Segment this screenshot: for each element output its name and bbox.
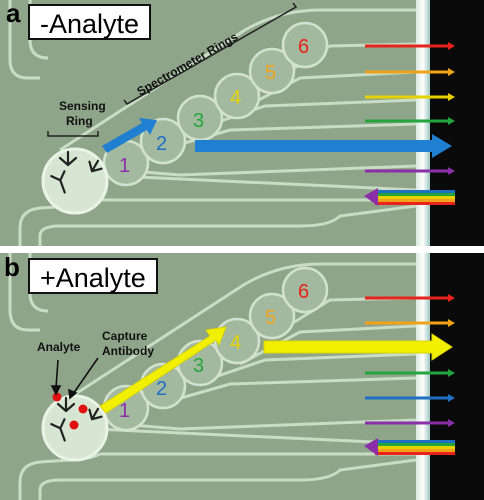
ring-number-5: 5 <box>265 62 276 84</box>
ring-number-2: 2 <box>156 133 167 155</box>
sensing-label-line-1: Sensing <box>59 99 106 113</box>
ring-number-4: 4 <box>230 87 241 109</box>
output-arrows <box>365 42 455 175</box>
analyte-dot <box>69 420 79 430</box>
blue-arrows <box>102 118 452 158</box>
annotation-pointers <box>50 357 99 400</box>
ring-number-6-b: 6 <box>298 281 309 303</box>
ring-number-4-b: 4 <box>230 332 241 354</box>
diagonal-blue-arrow <box>102 118 157 153</box>
panel-a-title: -Analyte <box>28 4 152 40</box>
input-rainbow-arrow-b <box>364 438 455 456</box>
analyte-dot <box>52 392 62 402</box>
ring-6-b <box>281 266 329 314</box>
antibody-icons <box>50 150 103 194</box>
diagonal-yellow-arrow <box>99 326 227 414</box>
dark-region-b <box>430 253 484 500</box>
output-arrows-b <box>365 294 455 427</box>
panel-letter-a: a <box>6 0 21 28</box>
analyte-dots <box>52 392 88 430</box>
sensing-bracket <box>47 131 99 137</box>
antibody-icons-b <box>50 396 103 442</box>
capture-label-line-2: Antibody <box>102 344 154 358</box>
chip-edge <box>416 0 430 246</box>
panel-b-title: +Analyte <box>28 258 158 294</box>
ring-number-1: 1 <box>119 155 130 177</box>
panel-a: Sensing Ring Spectrometer Rings 1 2 3 4 … <box>0 0 484 246</box>
dark-region <box>430 0 484 246</box>
ring-number-2-b: 2 <box>156 378 167 400</box>
horizontal-blue-arrow <box>195 134 452 158</box>
chip-edge-b <box>416 253 430 500</box>
panel-b: Analyte Capture Antibody 1 2 3 4 5 6 <box>0 253 484 500</box>
capture-label-line-1: Capture <box>102 329 148 343</box>
ring-number-3-b: 3 <box>193 355 204 377</box>
sensing-label-line-2: Ring <box>66 114 93 128</box>
ring-4 <box>213 72 261 120</box>
ring-5-b <box>248 292 296 340</box>
input-rainbow-arrow <box>364 188 455 206</box>
ring-number-5-b: 5 <box>265 307 276 329</box>
yellow-arrows <box>99 326 453 414</box>
horizontal-yellow-arrow <box>263 333 453 361</box>
ring-number-1-b: 1 <box>119 400 130 422</box>
panel-letter-b: b <box>4 252 20 282</box>
ring-6 <box>281 21 329 69</box>
ring-5 <box>248 47 296 95</box>
spectrometer-bracket <box>123 2 298 105</box>
analyte-dot <box>78 404 88 414</box>
ring-number-3: 3 <box>193 110 204 132</box>
ring-number-6: 6 <box>298 36 309 58</box>
analyte-label: Analyte <box>37 340 81 354</box>
